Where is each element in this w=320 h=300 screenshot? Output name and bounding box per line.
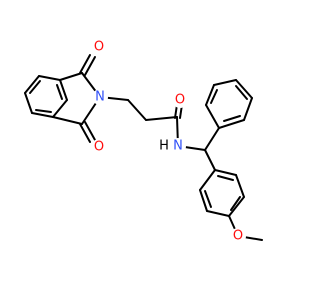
molecule-structure-diagram: O O N O N H O [24,39,263,244]
propanamide-chain [99,96,206,151]
imide-carbonyl-bonds [79,54,96,143]
svg-text:H: H [159,139,169,154]
phthalimide-benzene-ring [24,75,68,118]
svg-text:O: O [175,93,185,108]
atom-label-amide-hydrogen: H [157,139,171,154]
atom-label-amide-oxygen: O [172,92,188,108]
atom-label-methoxy-oxygen: O [230,228,246,244]
svg-text:N: N [173,139,183,154]
svg-text:O: O [233,229,243,244]
svg-text:O: O [94,140,104,155]
atom-label-imide-nitrogen: N [92,89,108,105]
atom-label-carbonyl-oxygen-top: O [91,39,107,55]
svg-text:O: O [94,40,104,55]
phenyl-ring [204,79,253,151]
svg-text:N: N [95,90,105,105]
methoxyphenyl-ring [199,149,263,241]
atom-label-amide-nitrogen: N [170,138,186,154]
atom-label-carbonyl-oxygen-bottom: O [91,139,107,155]
